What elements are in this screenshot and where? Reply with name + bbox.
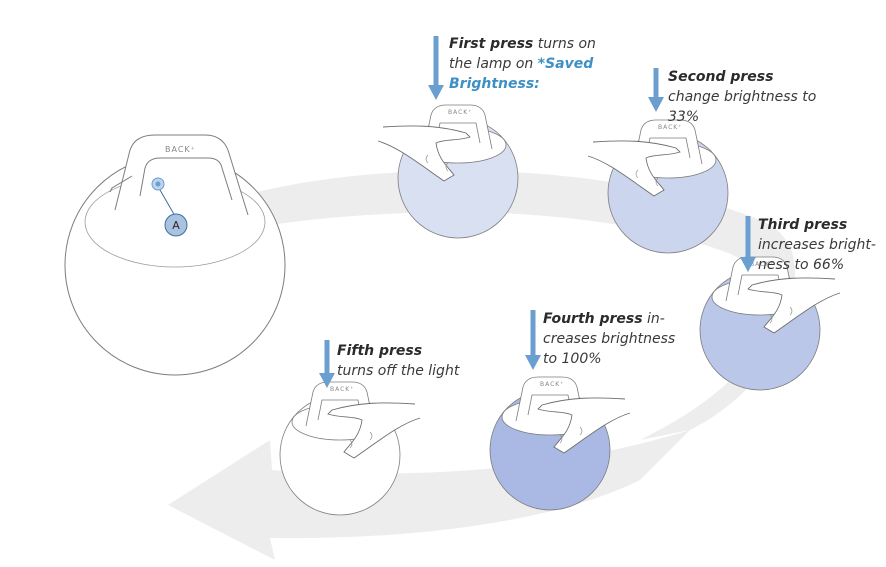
step-3-logo: BACK⁺ xyxy=(750,261,774,268)
step-1-text: turns on the lamp on xyxy=(449,36,596,72)
step-2-bold: Second press xyxy=(668,69,774,85)
step-1-caption: First press turns on the lamp on *Saved … xyxy=(449,34,599,94)
step-1-arrow-icon xyxy=(428,36,444,100)
step-5-lamp: BACK⁺ xyxy=(279,381,421,516)
step-2-hand-icon xyxy=(587,140,681,197)
callout-marker xyxy=(164,213,188,237)
step-lamps: BACK⁺ BACK⁺ BACK⁺ BACK⁺ BACK⁺ xyxy=(279,104,841,516)
callout-line xyxy=(159,189,176,217)
step-1-highlight: *Saved Brightness: xyxy=(449,56,594,92)
step-2-text: change brightness to 33% xyxy=(668,89,817,125)
step-3-text: increases bright-ness to 66% xyxy=(758,237,876,273)
brand-logo: BACK⁺ xyxy=(165,145,196,154)
step-4-arrow-icon xyxy=(525,310,541,370)
step-3-hand-icon xyxy=(747,277,841,334)
step-3-lamp: BACK⁺ xyxy=(699,256,841,391)
step-4-text: in-creases brightness to 100% xyxy=(543,311,676,367)
step-4-hand-icon xyxy=(537,397,631,454)
step-1-logo: BACK⁺ xyxy=(448,109,472,116)
main-lamp: BACK⁺ A xyxy=(64,134,286,376)
step-4-caption: Fourth press in-creases brightness to 10… xyxy=(543,309,683,369)
step-5-hand-icon xyxy=(327,402,421,459)
step-3-caption: Third press increases bright-ness to 66% xyxy=(758,215,880,275)
step-1-hand-icon xyxy=(377,125,471,182)
press-arrows xyxy=(319,36,756,388)
step-5-arrow-icon xyxy=(319,340,335,388)
step-5-bold: Fifth press xyxy=(337,343,423,359)
step-5-caption: Fifth press turns off the light xyxy=(337,341,462,381)
step-5-logo: BACK⁺ xyxy=(330,386,354,393)
step-2-lamp: BACK⁺ xyxy=(587,119,729,254)
step-4-lamp: BACK⁺ xyxy=(489,376,631,511)
step-3-bold: Third press xyxy=(758,217,848,233)
callout-label: A xyxy=(172,219,180,232)
step-5-text: turns off the light xyxy=(337,363,460,379)
step-4-logo: BACK⁺ xyxy=(540,381,564,388)
step-1-bold: First press xyxy=(449,36,534,52)
step-2-caption: Second press change brightness to 33% xyxy=(668,67,828,127)
step-2-arrow-icon xyxy=(648,68,664,112)
step-3-arrow-icon xyxy=(740,216,756,272)
step-4-bold: Fourth press xyxy=(543,311,643,327)
step-1-lamp: BACK⁺ xyxy=(377,104,519,239)
step-2-logo: BACK⁺ xyxy=(658,124,682,131)
